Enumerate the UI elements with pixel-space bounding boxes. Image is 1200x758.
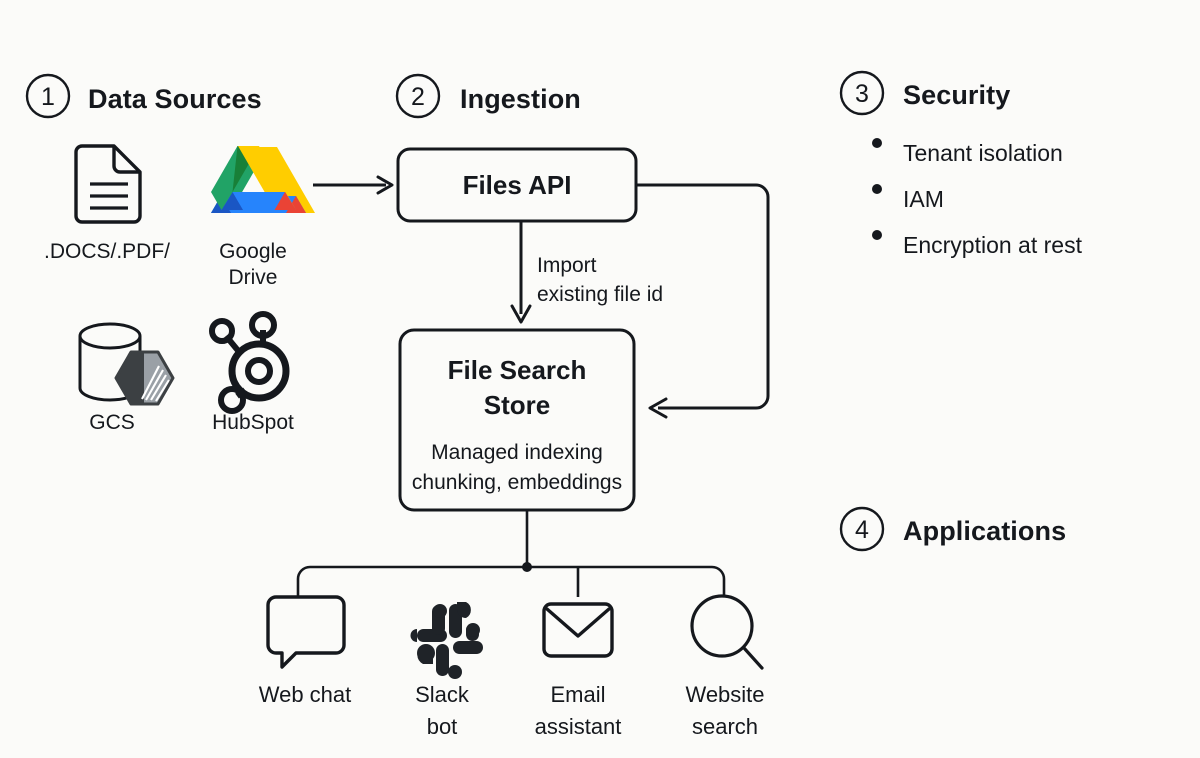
envelope-icon <box>542 602 614 658</box>
connector-sources-to-files-api <box>313 175 394 195</box>
data-source-label: HubSpot <box>212 411 294 434</box>
application-label: Web chat <box>259 682 352 707</box>
data-source-document: .DOCS/.PDF/ <box>44 144 170 263</box>
application-label-line2: search <box>692 714 758 739</box>
section-3-badge <box>839 70 885 116</box>
data-source-google-drive: Google Drive <box>211 146 315 289</box>
section-4-number: 4 <box>855 516 869 544</box>
slack-icon <box>410 602 483 679</box>
section-header-data-sources: 1 Data Sources <box>25 73 262 119</box>
security-bullet-item: IAM <box>872 184 944 212</box>
section-header-applications: 4 Applications <box>839 506 1066 552</box>
application-label: Slack <box>415 682 470 707</box>
section-1-title: Data Sources <box>88 84 262 114</box>
security-bullet-item: Tenant isolation <box>872 138 1063 166</box>
google-drive-icon <box>211 146 315 213</box>
data-source-label: GCS <box>89 411 135 434</box>
section-3-number: 3 <box>855 80 869 108</box>
connector-files-api-loop-to-store <box>636 183 770 419</box>
section-2-badge <box>395 73 441 119</box>
security-bullet-label: IAM <box>903 186 944 212</box>
section-4-title: Applications <box>903 516 1066 546</box>
data-source-label-line2: Drive <box>228 266 277 289</box>
section-header-ingestion: 2 Ingestion <box>395 73 581 119</box>
security-bullet-item: Encryption at rest <box>872 230 1083 258</box>
section-2-title: Ingestion <box>460 84 581 114</box>
magnifier-icon <box>690 594 764 670</box>
data-source-hubspot: HubSpot <box>209 311 294 434</box>
security-bullet-list: Tenant isolation IAM Encryption at rest <box>872 138 1083 258</box>
section-3-title: Security <box>903 80 1010 110</box>
gcs-bucket-icon <box>78 322 175 406</box>
bullet-dot-icon <box>872 230 882 240</box>
store-title-line1: File Search <box>448 355 587 385</box>
application-label: Website <box>685 682 764 707</box>
store-subtitle-line2: chunking, embeddings <box>412 471 622 494</box>
files-api-label: Files API <box>463 170 572 200</box>
store-title-line2: Store <box>484 390 550 420</box>
connector-store-to-applications <box>296 510 726 597</box>
security-bullet-label: Encryption at rest <box>903 232 1083 258</box>
security-bullet-label: Tenant isolation <box>903 140 1063 166</box>
application-email-assistant[interactable]: Email assistant <box>535 602 622 739</box>
bullet-dot-icon <box>872 138 882 148</box>
bullet-dot-icon <box>872 184 882 194</box>
application-label-line2: bot <box>427 714 458 739</box>
data-source-label: .DOCS/.PDF/ <box>44 240 170 263</box>
store-subtitle-line1: Managed indexing <box>431 441 603 464</box>
application-slack-bot[interactable]: Slack bot <box>410 602 484 739</box>
connector-files-api-to-store <box>510 221 532 324</box>
data-source-label: Google <box>219 240 287 263</box>
section-1-number: 1 <box>41 83 55 111</box>
files-api-box[interactable]: Files API <box>396 147 638 223</box>
hubspot-icon <box>209 311 290 414</box>
section-1-badge <box>25 73 71 119</box>
application-web-chat[interactable]: Web chat <box>259 595 352 707</box>
data-source-gcs: GCS <box>78 322 175 434</box>
application-label-line2: assistant <box>535 714 622 739</box>
connector-junction-dot <box>522 562 532 572</box>
section-4-badge <box>839 506 885 552</box>
edge-label-import-line1: Import <box>537 254 597 277</box>
application-label: Email <box>550 682 605 707</box>
document-icon <box>74 144 142 224</box>
section-header-security: 3 Security <box>839 70 1010 116</box>
section-2-number: 2 <box>411 83 425 111</box>
edge-label-import-line2: existing file id <box>537 283 663 306</box>
chat-bubble-icon <box>266 595 346 669</box>
file-search-store-box[interactable]: File Search Store Managed indexing chunk… <box>398 328 636 512</box>
application-website-search[interactable]: Website search <box>685 594 765 739</box>
